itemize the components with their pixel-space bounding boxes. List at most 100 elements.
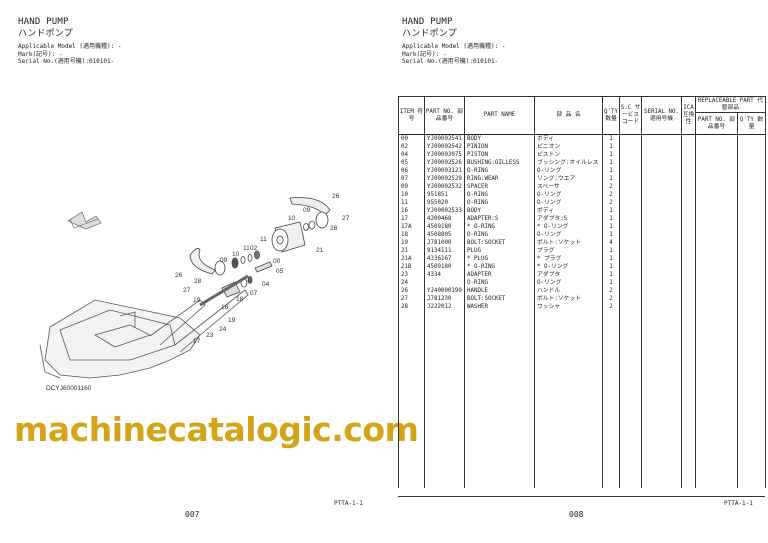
- cell-item: 27: [398, 295, 425, 303]
- cell-name-jp: ボルト:ソケット: [534, 239, 603, 247]
- cell-name-jp: O-リング: [534, 231, 603, 239]
- cell-name-jp: O-リング: [534, 279, 603, 287]
- cell-qty: 2: [602, 199, 620, 207]
- right-page-meta: Applicable Model (適用機種): - Mark(記号): - S…: [402, 43, 505, 66]
- cell-empty: [695, 271, 738, 279]
- cell-empty: [695, 143, 738, 151]
- cell-name-jp: * プラグ: [534, 255, 603, 263]
- cell-name: BODY: [464, 207, 535, 215]
- cell-name: PLUG: [464, 247, 535, 255]
- header-rep-part-no: PART NO. 部品番号: [695, 112, 738, 135]
- cell-empty: [737, 159, 766, 167]
- cell-qty: 1: [602, 279, 620, 287]
- cell-empty: [641, 295, 682, 303]
- cell-empty: [681, 207, 696, 215]
- header-item: ITEM 符号: [398, 96, 425, 135]
- watermark: machinecatalogic.com: [14, 410, 419, 449]
- cell-qty: 1: [602, 271, 620, 279]
- cell-qty: 1: [602, 215, 620, 223]
- mark: Mark(記号): -: [18, 50, 63, 58]
- header-part-name: PART NAME: [464, 96, 535, 135]
- callout: 09: [220, 257, 228, 264]
- cell-name: RING:WEAR: [464, 175, 535, 183]
- cell-empty: [619, 287, 642, 295]
- cell-empty: [398, 311, 425, 488]
- cell-name-jp: ピストン: [534, 151, 603, 159]
- cell-empty: [681, 134, 696, 143]
- cell-empty: [641, 191, 682, 199]
- callout: 09: [303, 207, 311, 214]
- parts-table: ITEM 符号 PART NO. 部品番号 PART NAME 部 品 名 Q'…: [398, 96, 766, 488]
- cell-empty: [619, 175, 642, 183]
- cell-part-no: 951851: [424, 191, 465, 199]
- cell-item: 21B: [398, 263, 425, 271]
- header-replaceable: REPLACEABLE PART 代替部品: [695, 96, 766, 113]
- cell-empty: [641, 143, 682, 151]
- cell-empty: [695, 231, 738, 239]
- cell-empty: [641, 239, 682, 247]
- cell-empty: [695, 295, 738, 303]
- callout: 19: [228, 317, 236, 324]
- callout: 02: [250, 245, 258, 252]
- cell-empty: [619, 247, 642, 255]
- cell-qty: 1: [602, 159, 620, 167]
- cell-name-jp: アダプタ:S: [534, 215, 603, 223]
- cell-empty: [681, 271, 696, 279]
- callout: 27: [342, 215, 350, 222]
- callout: 26: [332, 193, 340, 200]
- cell-name-jp: O-リング: [534, 191, 603, 199]
- cell-empty: [464, 311, 535, 488]
- cell-empty: [695, 167, 738, 175]
- cell-empty: [695, 159, 738, 167]
- cell-qty: 1: [602, 255, 620, 263]
- cell-qty: 1: [602, 207, 620, 215]
- cell-qty: 1: [602, 143, 620, 151]
- cell-qty: 1: [602, 175, 620, 183]
- cell-empty: [641, 263, 682, 271]
- cell-empty: [641, 215, 682, 223]
- table-filler: [398, 311, 766, 488]
- cell-part-no: YJ00002526: [424, 159, 465, 167]
- cell-empty: [681, 239, 696, 247]
- callout: 24: [219, 326, 227, 333]
- cell-empty: [695, 207, 738, 215]
- callout: 19: [193, 297, 201, 304]
- cell-empty: [641, 247, 682, 255]
- cell-empty: [619, 143, 642, 151]
- cell-name: O-RING: [464, 191, 535, 199]
- cell-empty: [641, 311, 682, 488]
- cell-empty: [534, 311, 603, 488]
- cell-qty: 4: [602, 239, 620, 247]
- cell-empty: [681, 159, 696, 167]
- cell-qty: 2: [602, 287, 620, 295]
- callout: 04: [262, 281, 270, 288]
- cell-name: O-RING: [464, 279, 535, 287]
- cell-qty: 1: [602, 247, 620, 255]
- callout: 10: [232, 251, 240, 258]
- cell-empty: [695, 239, 738, 247]
- cell-empty: [641, 151, 682, 159]
- callout: 07: [250, 290, 258, 297]
- orientation-icon: [67, 211, 102, 230]
- cell-item: 17A: [398, 223, 425, 231]
- cell-empty: [737, 183, 766, 191]
- header-serial: SERIAL NO. 適用号機: [641, 96, 682, 135]
- cell-empty: [619, 271, 642, 279]
- cell-empty: [695, 311, 738, 488]
- cell-empty: [737, 263, 766, 271]
- cell-name-jp: プラグ: [534, 247, 603, 255]
- cell-empty: [641, 287, 682, 295]
- cell-empty: [619, 167, 642, 175]
- cell-qty: 2: [602, 303, 620, 311]
- cell-part-no: 4509180: [424, 223, 465, 231]
- cell-empty: [641, 231, 682, 239]
- cell-part-no: YJ00002533: [424, 207, 465, 215]
- cell-empty: [641, 255, 682, 263]
